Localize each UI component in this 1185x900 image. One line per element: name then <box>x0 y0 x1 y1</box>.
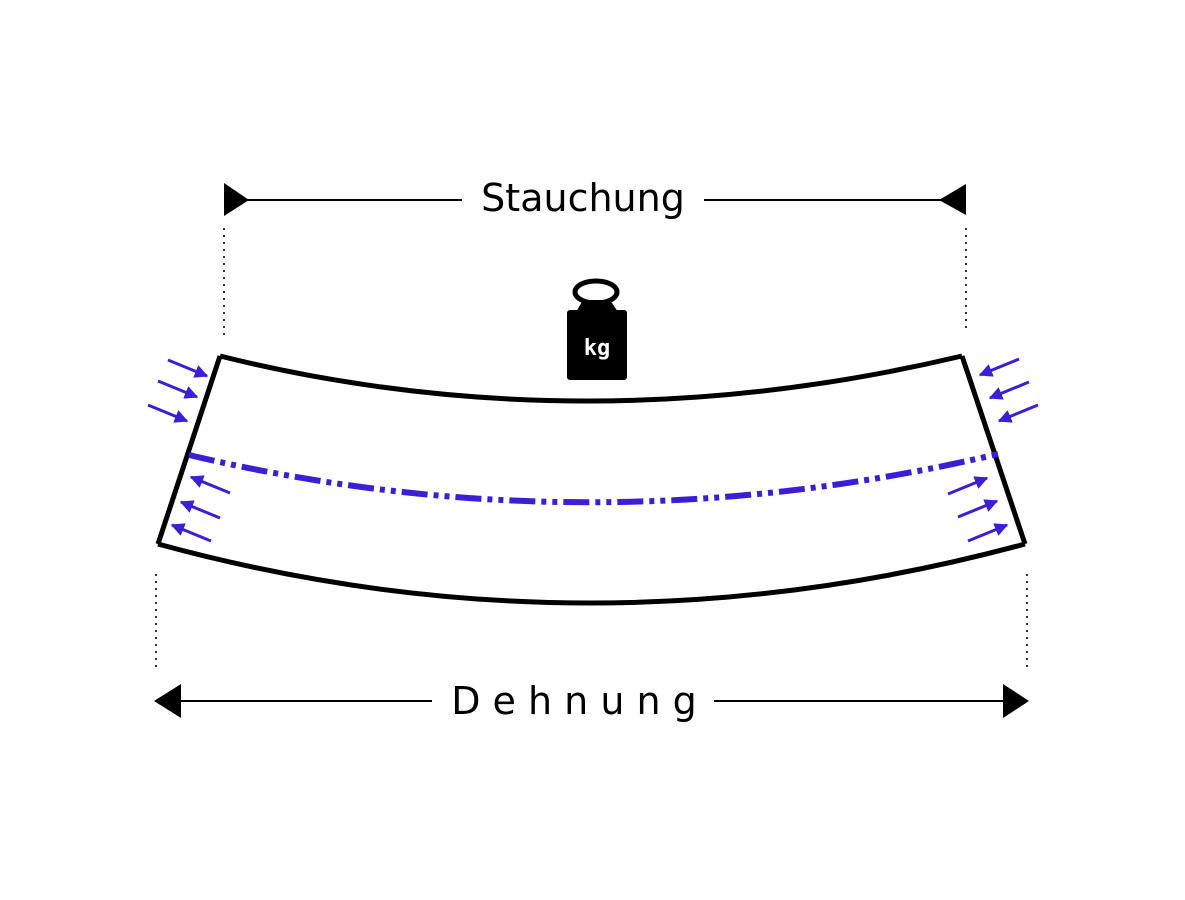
beam-left-edge <box>155 355 223 545</box>
elongation-dimension: D e h n u n g <box>154 574 1029 723</box>
compression-dimension: Stauchung <box>223 176 967 338</box>
arrow-icon <box>967 523 1009 543</box>
beam-right-edge <box>959 355 1028 545</box>
arrow-icon <box>189 475 231 495</box>
arrow-icon <box>947 476 989 496</box>
beam-top-edge <box>219 353 963 404</box>
weight-icon: kg <box>567 278 627 380</box>
arrow-icon <box>957 499 999 519</box>
arrow-icon <box>157 379 199 399</box>
arrowhead-icon <box>154 684 181 718</box>
arrowhead-icon <box>1003 684 1029 718</box>
arrow-icon <box>978 357 1020 377</box>
bent-beam <box>155 353 1028 606</box>
arrowhead-icon <box>939 184 966 215</box>
neutral-axis <box>188 451 999 506</box>
beam-bottom-edge <box>157 541 1026 606</box>
arrow-icon <box>170 523 212 543</box>
compression-label: Stauchung <box>481 176 685 220</box>
arrow-icon <box>997 403 1039 423</box>
force-arrows <box>147 357 1039 543</box>
arrowhead-icon <box>224 183 249 216</box>
arrow-icon <box>179 500 221 520</box>
arrow-icon <box>988 380 1030 400</box>
weight-label: kg <box>584 336 611 361</box>
arrow-icon <box>167 358 209 378</box>
arrow-icon <box>147 403 189 423</box>
elongation-label: D e h n u n g <box>451 679 697 723</box>
